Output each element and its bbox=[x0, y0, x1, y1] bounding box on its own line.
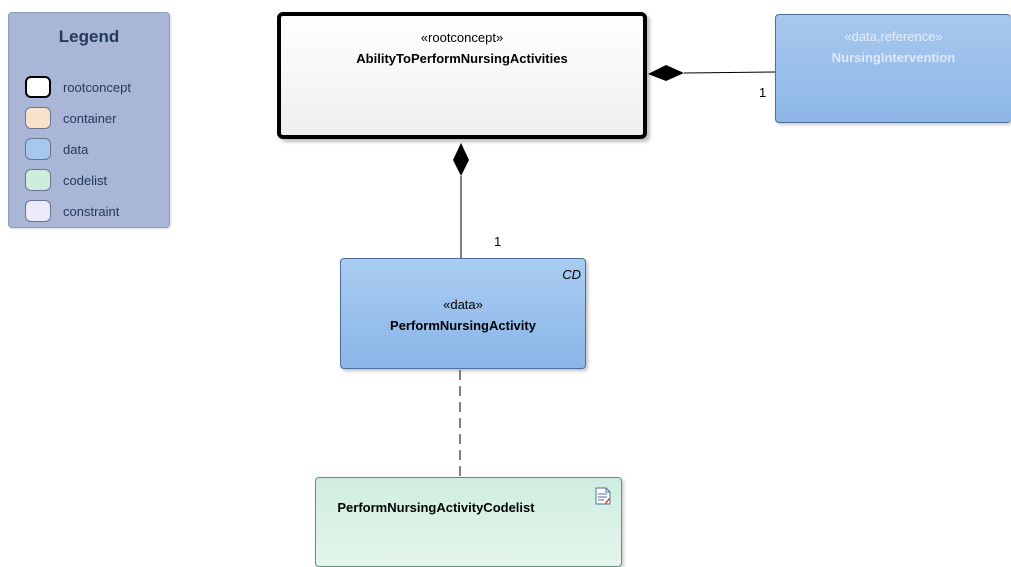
legend-label: rootconcept bbox=[63, 80, 131, 95]
legend-swatch-rootconcept bbox=[25, 76, 51, 98]
legend-label: container bbox=[63, 111, 117, 126]
node-name: PerformNursingActivity bbox=[390, 318, 536, 333]
multiplicity-perform: 1 bbox=[494, 234, 502, 249]
node-perform-nursing-activity-codelist[interactable]: PerformNursingActivityCodelist bbox=[315, 477, 622, 567]
connectors-layer bbox=[453, 65, 776, 477]
node-stereotype: «rootconcept» bbox=[420, 30, 504, 45]
node-tag-cd: CD bbox=[562, 267, 581, 282]
node-stereotype: «data,reference» bbox=[844, 29, 943, 44]
composition-line-intervention[interactable] bbox=[683, 71, 776, 74]
node-name: PerformNursingActivityCodelist bbox=[337, 500, 535, 515]
legend-label: data bbox=[63, 142, 89, 157]
multiplicity-intervention: 1 bbox=[759, 85, 767, 100]
composition-diamond-perform bbox=[453, 143, 469, 176]
legend-swatch-container bbox=[25, 107, 51, 129]
legend-label: codelist bbox=[63, 173, 108, 188]
legend-panel: Legend rootconcept container data codeli… bbox=[8, 12, 170, 228]
node-ability-to-perform-nursing-activities[interactable]: «rootconcept» AbilityToPerformNursingAct… bbox=[277, 12, 647, 139]
node-perform-nursing-activity[interactable]: CD «data» PerformNursingActivity bbox=[340, 258, 586, 369]
node-nursing-intervention[interactable]: «data,reference» NursingIntervention bbox=[775, 14, 1011, 123]
legend-title: Legend bbox=[58, 27, 120, 46]
node-stereotype: «data» bbox=[443, 297, 483, 312]
legend-label: constraint bbox=[63, 204, 120, 219]
legend-swatch-data bbox=[25, 138, 51, 160]
composition-diamond-intervention bbox=[648, 65, 684, 81]
node-name: AbilityToPerformNursingActivities bbox=[356, 51, 568, 66]
node-name: NursingIntervention bbox=[831, 50, 956, 65]
legend-swatch-constraint bbox=[25, 200, 51, 222]
legend-swatch-codelist bbox=[25, 169, 51, 191]
document-icon bbox=[595, 487, 611, 510]
